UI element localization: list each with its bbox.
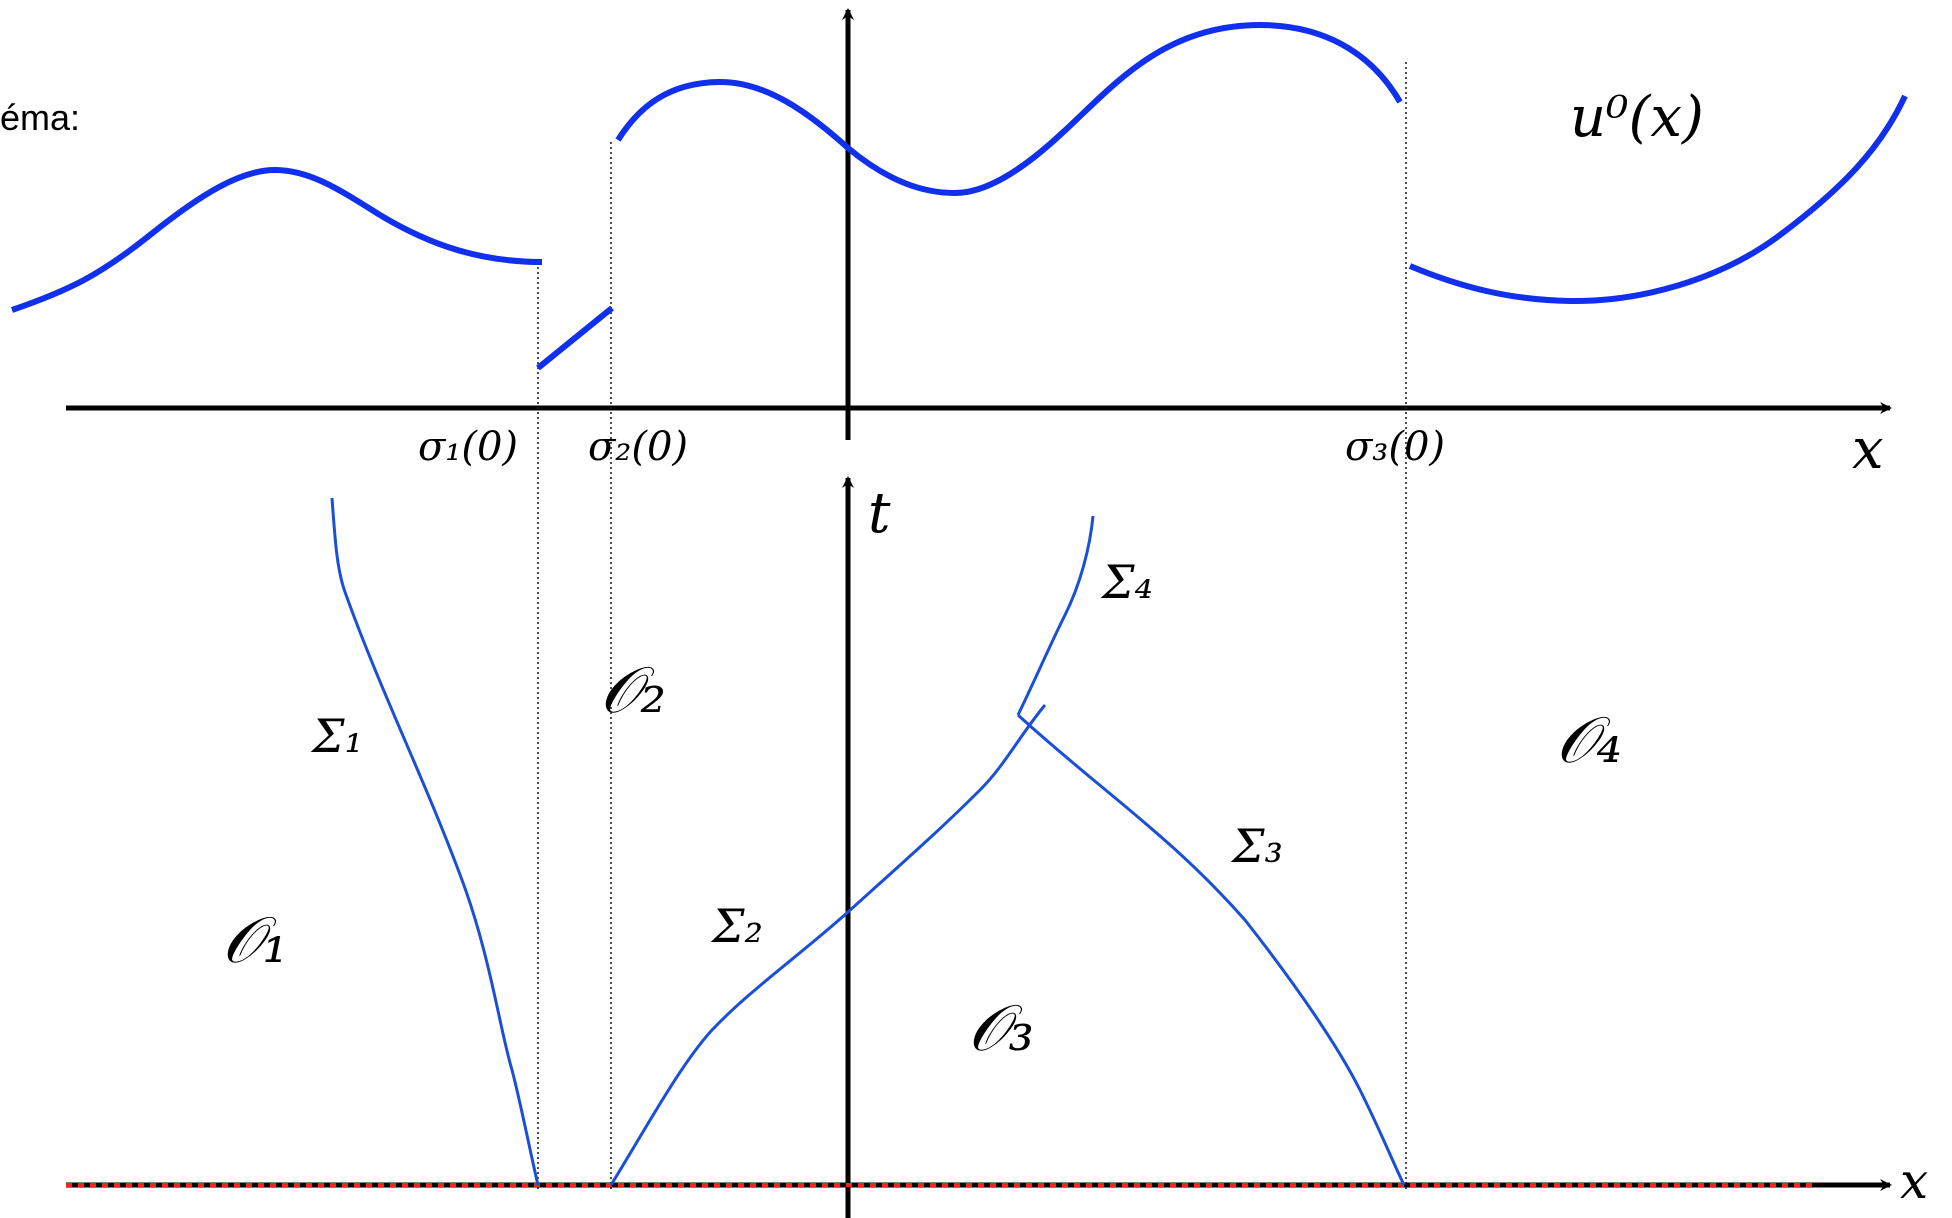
u0-piece-3 — [615, 21, 1403, 197]
sigma2-curve — [609, 704, 1047, 1186]
t-label: t — [868, 481, 891, 546]
bottom-x-label: x — [1900, 1152, 1928, 1210]
curve-label-sigma4: Σ₄ — [1100, 555, 1153, 609]
u0-piece-4 — [1408, 94, 1908, 305]
sigma4-curve — [1016, 515, 1095, 716]
caption-fragment: éma: — [0, 97, 80, 138]
u0-piece-2 — [536, 305, 614, 371]
u0-piece-1 — [11, 166, 543, 313]
sigma3-label: σ₃(0) — [1345, 424, 1445, 470]
region-label-o1: 𝒪₁ — [222, 904, 288, 978]
top-x-label: x — [1852, 417, 1884, 482]
region-label-o3: 𝒪₃ — [968, 992, 1034, 1066]
region-label-o2: 𝒪₂ — [600, 654, 666, 728]
curve-label-sigma2: Σ₂ — [710, 899, 763, 953]
sigma1-curve — [330, 497, 540, 1186]
curve-label-sigma1: Σ₁ — [310, 709, 363, 763]
sigma2-label: σ₂(0) — [588, 424, 688, 470]
sigma3-curve — [1016, 713, 1406, 1186]
sigma1-label: σ₁(0) — [418, 424, 518, 470]
shock-curves — [330, 497, 1406, 1186]
initial-data-curve — [11, 21, 1908, 371]
u0-label: u⁰(x) — [1570, 85, 1704, 150]
curve-label-sigma3: Σ₃ — [1230, 819, 1283, 873]
region-label-o4: 𝒪₄ — [1556, 704, 1622, 778]
